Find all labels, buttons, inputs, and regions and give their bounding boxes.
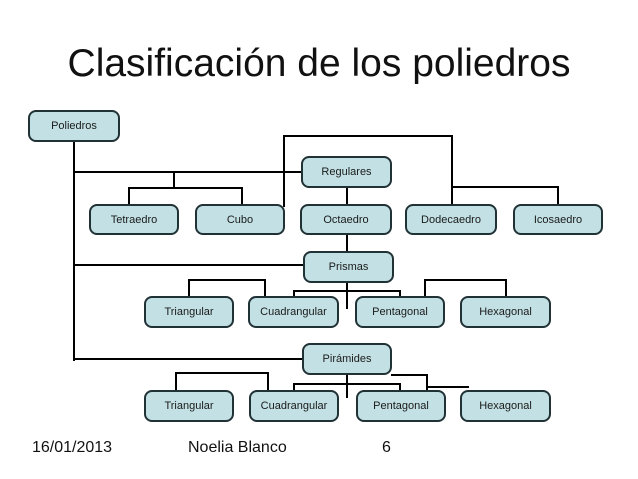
node-icosaedro: Icosaedro [513,204,603,235]
connector-line [292,289,402,293]
connector-line [266,371,270,393]
connector-line [398,382,402,393]
connector-line [72,357,304,361]
connector-line [345,233,349,254]
connector-line [556,185,560,207]
footer-date: 16/01/2013 [32,439,113,456]
connector-line [174,371,270,375]
connector-line [425,385,470,389]
connector-line [345,373,349,399]
node-prisma-cuadrangular: Cuadrangular [248,296,339,328]
connector-line [72,263,305,267]
connector-line [187,278,267,282]
node-prismas: Prismas [303,251,394,283]
connector-line [240,186,244,207]
connector-line [282,134,286,208]
node-piramide-triangular: Triangular [144,390,234,422]
connector-line [423,278,508,282]
connector-line [174,371,178,393]
node-regulares: Regulares [301,156,392,188]
connector-line [127,186,131,207]
slide-title: Clasificación de los poliedros [67,42,571,85]
node-octaedro: Octaedro [300,204,392,235]
connector-line [72,140,76,362]
connector-line [292,382,296,393]
connector-line [423,278,427,299]
node-piramides: Pirámides [302,343,392,375]
connector-line [72,170,303,174]
node-prisma-triangular: Triangular [144,296,234,328]
node-poliedros: Poliedros [28,110,120,142]
node-piramide-pentagonal: Pentagonal [356,390,446,422]
connector-line [282,134,454,138]
connector-line [263,278,267,299]
connector-line [398,289,402,299]
connector-line [450,134,454,207]
connector-line [292,289,296,299]
connector-line [425,373,429,393]
connector-line [172,170,176,190]
node-tetraedro: Tetraedro [89,204,179,235]
node-cubo: Cubo [195,204,285,235]
connector-line [450,185,560,189]
connector-line [127,186,244,190]
footer-page-number: 6 [382,439,391,456]
node-piramide-hexagonal: Hexagonal [460,390,551,422]
node-piramide-cuadrangular: Cuadrangular [249,390,339,422]
node-prisma-hexagonal: Hexagonal [460,296,551,328]
connector-line [187,278,191,299]
node-dodecaedro: Dodecaedro [405,204,497,235]
node-prisma-pentagonal: Pentagonal [355,296,445,328]
connector-line [504,278,508,299]
connector-line [345,186,349,207]
footer-author: Noelia Blanco [188,439,287,456]
connector-line [292,382,402,386]
connector-line [345,281,349,310]
connector-line [390,373,429,377]
